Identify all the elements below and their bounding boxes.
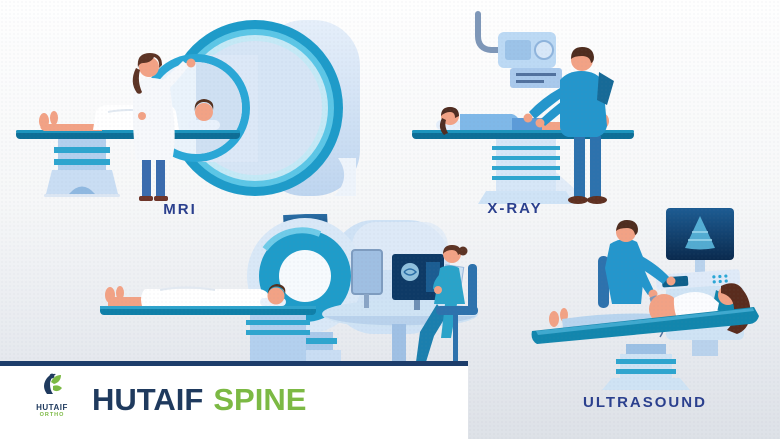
brand-word-spine: SPINE bbox=[213, 382, 307, 417]
footer-panel: HUTAIF ORTHO HUTAIF SPINE bbox=[0, 366, 468, 439]
mri-label: MRI bbox=[163, 201, 197, 218]
mri-table-pedestal bbox=[44, 139, 120, 197]
xray-illustration bbox=[412, 11, 634, 204]
ct-patient bbox=[105, 284, 286, 306]
logo-name-text: HUTAIF bbox=[36, 403, 68, 412]
ultrasound-label: ULTRASOUND bbox=[583, 394, 707, 411]
ct-illustration bbox=[100, 214, 478, 362]
ultrasound-table bbox=[531, 307, 759, 344]
ct-table-pedestal bbox=[246, 315, 310, 362]
brand-title: HUTAIF SPINE bbox=[92, 382, 306, 418]
hutaif-logo-icon bbox=[44, 373, 62, 394]
ultrasound-illustration bbox=[531, 208, 759, 390]
ct-technician bbox=[416, 245, 478, 362]
ct-scan-monitor bbox=[392, 254, 444, 310]
hutaif-ortho-logo: HUTAIF ORTHO bbox=[26, 372, 78, 418]
xray-table-pedestal bbox=[478, 139, 574, 204]
footer-accent-bar bbox=[0, 361, 468, 366]
xray-doctor bbox=[523, 47, 614, 204]
mri-nurse bbox=[132, 53, 196, 201]
ultrasound-doctor bbox=[598, 220, 676, 338]
ultrasound-table-pedestal bbox=[602, 344, 690, 390]
xray-label: X-RAY bbox=[487, 200, 543, 217]
xray-overhead-machine bbox=[475, 11, 562, 88]
logo-sub-text: ORTHO bbox=[39, 412, 65, 418]
mri-illustration bbox=[16, 20, 360, 201]
brand-word-hutaif: HUTAIF bbox=[92, 382, 204, 417]
ultrasound-monitor bbox=[666, 208, 734, 272]
ct-rear-monitor bbox=[351, 249, 383, 308]
